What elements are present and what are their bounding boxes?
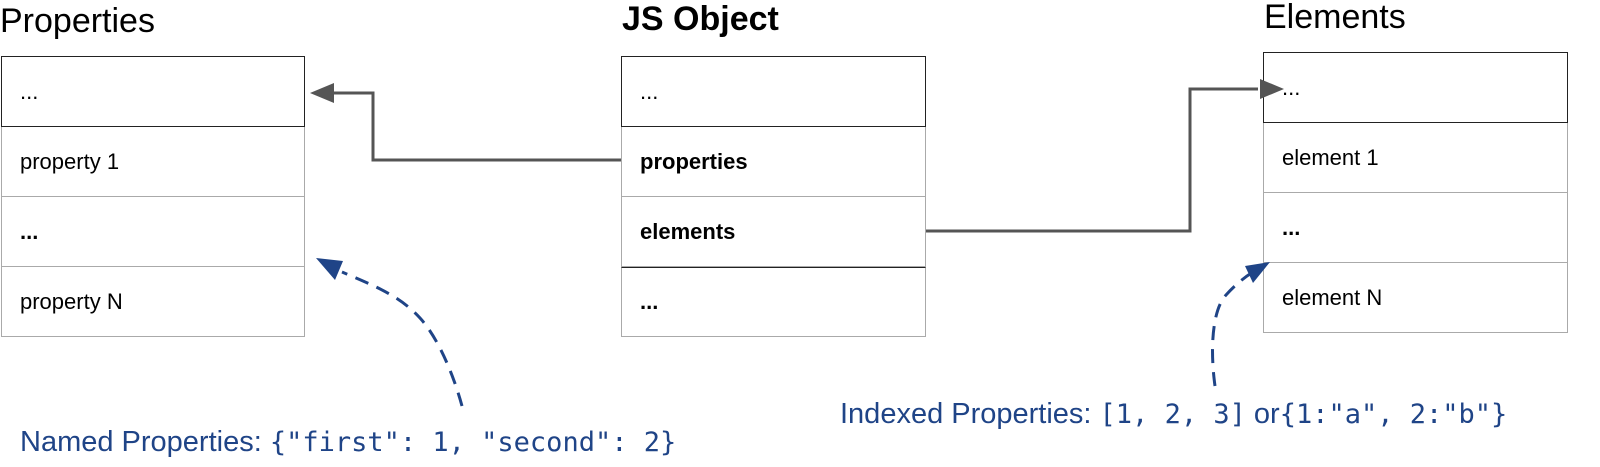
properties-row-0: ... <box>1 56 305 127</box>
elements-pointer-arrow <box>926 87 1258 233</box>
named-properties-arrowhead <box>316 258 343 280</box>
properties-pointer-arrow <box>318 91 621 162</box>
elements-row-2: ... <box>1263 193 1568 263</box>
properties-table: ... property 1 ... property N <box>1 56 305 337</box>
indexed-properties-dashed-arrow <box>1211 268 1257 387</box>
elements-title: Elements <box>1264 0 1406 36</box>
indexed-properties-label: Indexed Properties: <box>840 398 1092 430</box>
indexed-properties-caption: Indexed Properties: [1, 2, 3] or{1:"a", … <box>840 400 1507 429</box>
indexed-properties-arrowhead <box>1245 262 1270 283</box>
indexed-properties-code-array: [1, 2, 3] <box>1099 399 1246 430</box>
elements-table: ... element 1 ... element N <box>1263 52 1568 333</box>
properties-row-1: property 1 <box>1 127 305 197</box>
indexed-properties-or: or <box>1253 398 1280 430</box>
indexed-properties-code-object: {1:"a", 2:"b"} <box>1279 399 1508 430</box>
elements-pointer-arrowhead <box>1260 79 1284 99</box>
named-properties-dashed-arrow <box>341 270 464 407</box>
elements-row-3: element N <box>1263 263 1568 333</box>
js-object-row-3: ... <box>621 267 926 337</box>
elements-row-0: ... <box>1263 52 1568 123</box>
js-object-row-properties: properties <box>621 127 926 197</box>
js-object-row-0: ... <box>621 56 926 127</box>
properties-row-3: property N <box>1 267 305 337</box>
elements-row-1: element 1 <box>1263 123 1568 193</box>
named-properties-code: {"first": 1, "second": 2} <box>269 427 677 458</box>
named-properties-label: Named Properties: <box>20 426 262 458</box>
js-object-table: ... properties elements ... <box>621 56 926 337</box>
properties-pointer-arrowhead <box>310 83 334 103</box>
named-properties-caption: Named Properties: {"first": 1, "second":… <box>20 428 676 457</box>
js-object-row-elements: elements <box>621 197 926 267</box>
js-object-title: JS Object <box>622 0 779 38</box>
properties-title: Properties <box>0 2 155 40</box>
properties-row-2: ... <box>1 197 305 267</box>
